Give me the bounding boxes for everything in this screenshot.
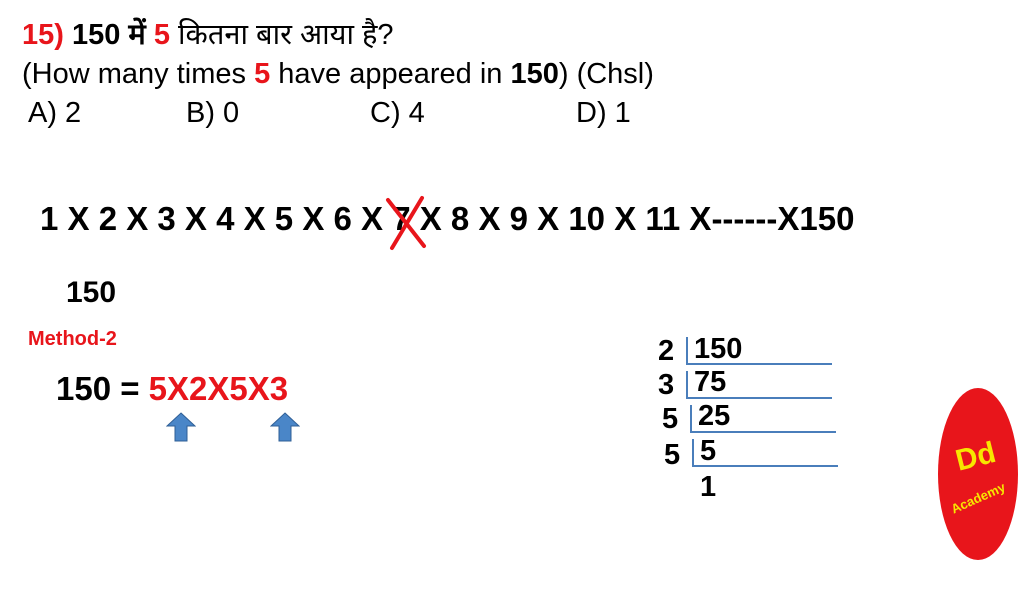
method-label: Method-2 (28, 328, 117, 350)
crossed-seven: 7 (386, 196, 427, 250)
ladder-divider (690, 405, 692, 433)
dd-academy-logo: Dd Academy (938, 388, 1018, 560)
sequence-after: X 8 X 9 X 10 X 11 X------X150 (410, 200, 855, 237)
ladder-quotient: 5 (700, 435, 717, 467)
division-ladder: 2 150 3 75 5 25 5 5 1 (650, 333, 850, 513)
question-english: (How many times 5 have appeared in 150) … (22, 58, 654, 91)
ladder-divider (686, 371, 688, 399)
option-b: B) 0 (186, 97, 240, 129)
ladder-divisor: 5 (662, 403, 679, 435)
ladder-divider (686, 337, 688, 365)
question-number: 15) (22, 19, 64, 51)
equation-rhs: 5X2X5X3 (148, 370, 289, 407)
question-en-part2: have appeared in (278, 58, 503, 90)
question-en-five: 5 (254, 58, 271, 90)
ladder-divider (690, 431, 836, 433)
ladder-divisor: 2 (658, 335, 675, 367)
ladder-quotient: 25 (698, 400, 731, 432)
ladder-quotient: 75 (694, 366, 727, 398)
ladder-divisor: 3 (658, 369, 675, 401)
up-arrow-icon (270, 412, 300, 442)
question-en-num: 150 (510, 58, 559, 90)
ladder-divider (686, 397, 832, 399)
ladder-divisor: 5 (664, 439, 681, 471)
question-hindi-part1: 150 में (71, 19, 146, 51)
ladder-quotient: 150 (694, 333, 743, 365)
ladder-divider (686, 363, 832, 365)
question-en-part3: ) (Chsl) (558, 58, 654, 90)
question-hindi-part2: कितना बार आया है? (178, 19, 394, 51)
up-arrow-icon (166, 412, 196, 442)
option-a: A) 2 (28, 97, 82, 129)
option-d: D) 1 (576, 97, 631, 129)
number-label: 150 (66, 276, 117, 309)
ladder-divider (692, 465, 838, 467)
question-en-part1: (How many times (22, 58, 246, 90)
equation-lhs: 150 = (56, 370, 140, 407)
option-c: C) 4 (370, 97, 425, 129)
question-hindi: 15) 150 में 5 कितना बार आया है? (22, 14, 394, 53)
factor-equation: 150 = 5X2X5X3 (56, 370, 288, 408)
question-hindi-five: 5 (153, 19, 170, 51)
product-sequence: 1 X 2 X 3 X 4 X 5 X 6 X 7 X 8 X 9 X 10 X… (40, 196, 855, 250)
sequence-before: 1 X 2 X 3 X 4 X 5 X 6 X (40, 200, 393, 237)
cross-mark-icon (386, 196, 427, 250)
ladder-final-quotient: 1 (700, 471, 717, 503)
ladder-divider (692, 439, 694, 467)
